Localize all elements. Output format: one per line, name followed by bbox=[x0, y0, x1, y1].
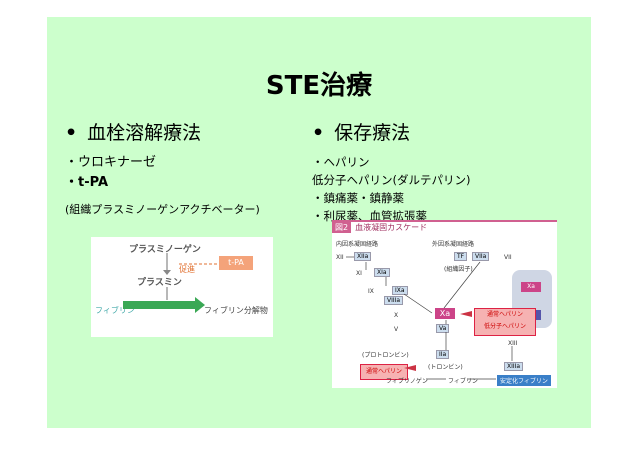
fibrin-degradation-arrow-body bbox=[123, 301, 195, 309]
degradation-label: フィブリン分解物 bbox=[204, 306, 268, 315]
figure-title: 血液凝固カスケード bbox=[355, 223, 428, 232]
factor-XIIa: XIIa bbox=[354, 252, 372, 261]
factor-Va: Va bbox=[436, 324, 450, 333]
slide-title: STE治療 bbox=[265, 71, 373, 101]
right-item-heparin: ・ヘパリン bbox=[312, 155, 370, 169]
figure-number: 図2 bbox=[332, 222, 352, 233]
right-item-analgesics: ・鎮痛薬・鎮静薬 bbox=[312, 191, 404, 205]
prothrombin-label: (プロトロンビン) bbox=[362, 352, 409, 359]
right-item-diuretics: ・利尿薬、血管拡張薬 bbox=[312, 209, 427, 223]
fibrinolysis-arrows bbox=[123, 253, 217, 313]
factor-IIa: IIa bbox=[436, 350, 450, 359]
fibrin-label: フィブリン bbox=[95, 306, 135, 315]
factor-Xa: Xa bbox=[435, 308, 455, 319]
tpa-box: t-PA bbox=[219, 256, 253, 270]
right-item-lmwh: 低分子ヘパリン(ダルテパリン) bbox=[312, 173, 471, 187]
heparin-both-box: 通常ヘパリン 低分子ヘパリン bbox=[474, 308, 536, 336]
bullet-dot: • bbox=[312, 122, 325, 144]
fibrin-degradation-arrowhead bbox=[195, 297, 205, 313]
heparin-both-line1: 通常ヘパリン bbox=[486, 311, 523, 318]
factor-IXa: IXa bbox=[392, 286, 408, 295]
left-heading-text: 血栓溶解療法 bbox=[87, 122, 202, 144]
right-column: • 保存療法 ・ヘパリン 低分子ヘパリン(ダルテパリン) ・鎮痛薬・鎮静薬 ・利尿… bbox=[312, 118, 582, 225]
left-heading: • 血栓溶解療法 bbox=[65, 118, 295, 145]
fibrinolysis-diagram: プラスミノーゲン プラスミン 促進 t-PA フィブリン フィブリン分解物 bbox=[91, 237, 273, 337]
factor-XIa: XIa bbox=[374, 268, 390, 277]
heparin-both-line2: 低分子ヘパリン bbox=[483, 323, 526, 330]
factor-X: X bbox=[394, 312, 399, 319]
left-item-urokinase: ・ウロキナーゼ bbox=[65, 155, 157, 170]
stable-fibrin-box: 安定化フィブリン bbox=[497, 375, 551, 386]
fibrin-label-right: フィブリン bbox=[448, 378, 478, 385]
fibrinogen-label: フィブリノゲン bbox=[386, 378, 428, 385]
slide: STE治療 • 血栓溶解療法 ・ウロキナーゼ ・t-PA (組織プラスミノーゲンア… bbox=[47, 17, 591, 428]
left-note: (組織プラスミノーゲンアクチベーター) bbox=[65, 203, 260, 216]
plasminogen-label: プラスミノーゲン bbox=[129, 245, 201, 255]
complex-xa: Xa bbox=[521, 282, 541, 292]
factor-XII: XII bbox=[336, 254, 344, 261]
factor-XI: XI bbox=[356, 270, 362, 277]
arrowhead-plasmin bbox=[163, 270, 171, 275]
factor-VIIa: VIIa bbox=[472, 252, 490, 261]
extrinsic-pathway-label: 外因系凝固経路 bbox=[432, 241, 475, 248]
right-heading: • 保存療法 bbox=[312, 118, 582, 145]
factor-XIIIa: XIIIa bbox=[504, 362, 524, 371]
plasmin-label: プラスミン bbox=[137, 278, 182, 288]
right-heading-text: 保存療法 bbox=[334, 122, 411, 144]
left-item-tpa: ・t-PA bbox=[65, 175, 109, 190]
thrombin-label: (トロンビン) bbox=[428, 364, 463, 371]
heparin-normal-box: 通常ヘパリン bbox=[360, 364, 408, 380]
tissue-factor-label: (組織因子) bbox=[444, 266, 473, 273]
arrow-IXa-Xa bbox=[403, 293, 433, 314]
factor-XIII: XIII bbox=[508, 340, 518, 347]
inhibit-arrow-xa bbox=[460, 311, 472, 317]
factor-V: V bbox=[394, 326, 399, 333]
promote-label: 促進 bbox=[179, 265, 195, 274]
factor-VIIIa: VIIIa bbox=[384, 296, 404, 305]
bullet-dot: • bbox=[65, 122, 78, 144]
intrinsic-pathway-label: 内因系凝固経路 bbox=[336, 241, 379, 248]
factor-IX: IX bbox=[368, 288, 374, 295]
left-column: • 血栓溶解療法 ・ウロキナーゼ ・t-PA (組織プラスミノーゲンアクチベーター… bbox=[65, 118, 295, 219]
factor-VII: VII bbox=[504, 254, 512, 261]
factor-TF: TF bbox=[454, 252, 468, 261]
